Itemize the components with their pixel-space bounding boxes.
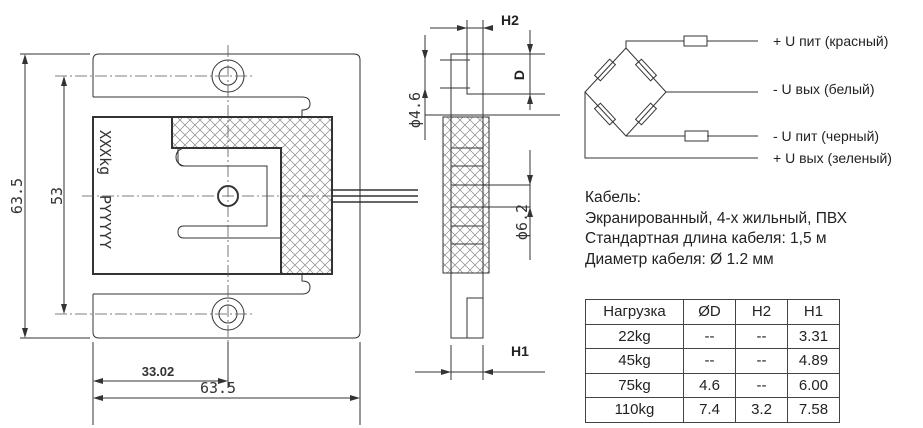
side-view: H2 H1 D ϕ4.6 ϕ6.2: [406, 12, 560, 380]
wire-label-supply-plus: + U пит (красный): [773, 33, 888, 49]
dim-hole-spacing: 53: [48, 187, 66, 205]
resistor-icon: [634, 102, 658, 126]
dim-dia-small: ϕ4.6: [406, 92, 424, 128]
cell-h2: 3.2: [735, 397, 788, 423]
table-row: 45kg -- -- 4.89: [585, 348, 840, 374]
cable-specs: Кабель: Экранированный, 4-х жильный, ПВХ…: [585, 188, 847, 270]
resistor-icon: [593, 58, 617, 82]
wire-label-output-minus: - U вых (белый): [773, 81, 875, 97]
resistor-icon: [683, 35, 708, 47]
dim-height-total: 63.5: [8, 178, 26, 214]
dimensions-table: Нагрузка ØD H2 H1 22kg -- -- 3.31 45kg -…: [585, 299, 840, 423]
dim-width-total: 63.5: [200, 379, 236, 397]
label-h2: H2: [501, 12, 519, 28]
cable-title: Кабель:: [585, 189, 641, 206]
dim-dia-large: ϕ6.2: [513, 204, 531, 240]
resistor-icon: [593, 102, 617, 126]
cable-length: Стандартная длина кабеля: 1,5 м: [585, 230, 827, 247]
wiring-diagram: + U пит (красный) - U вых (белый) - U пи…: [584, 33, 892, 166]
cell-h2: --: [735, 372, 788, 398]
cell-h2: --: [735, 348, 788, 374]
label-h1: H1: [511, 343, 529, 359]
table-header-row: Нагрузка ØD H2 H1: [585, 299, 840, 325]
table-row: 75kg 4.6 -- 6.00: [585, 372, 840, 398]
cell-h1: 3.31: [787, 323, 840, 349]
cell-d: --: [683, 323, 736, 349]
cell-h1: 4.89: [787, 348, 840, 374]
wire-label-supply-minus: - U пит (черный): [773, 128, 879, 144]
cell-d: --: [683, 348, 736, 374]
resistor-icon: [634, 58, 658, 82]
resistor-icon: [684, 130, 709, 142]
cell-load: 110kg: [585, 397, 684, 423]
cell-load: 75kg: [585, 372, 684, 398]
cable-type: Экранированный, 4-х жильный, ПВХ: [585, 209, 847, 227]
marking-serial: PYYYYY: [96, 195, 114, 249]
header-h2: H2: [735, 299, 788, 325]
marking-capacity: XXXkg: [96, 130, 114, 175]
cell-h2: --: [735, 323, 788, 349]
cell-load: 22kg: [585, 323, 684, 349]
cell-d: 4.6: [683, 372, 736, 398]
cell-load: 45kg: [585, 348, 684, 374]
header-load: Нагрузка: [585, 299, 684, 325]
cell-h1: 6.00: [787, 372, 840, 398]
header-d: ØD: [683, 299, 736, 325]
dim-center-offset: 33.02: [142, 364, 175, 379]
table-row: 22kg -- -- 3.31: [585, 323, 840, 349]
front-view: 63.5 53 33.02 63.5 XXXkg PYYYYY: [8, 45, 418, 425]
table-row: 110kg 7.4 3.2 7.58: [585, 397, 840, 423]
header-h1: H1: [787, 299, 840, 325]
cable-diameter: Диаметр кабеля: Ø 1.2 мм: [585, 250, 774, 268]
cell-d: 7.4: [683, 397, 736, 423]
label-d: D: [511, 70, 527, 80]
bottom-slot: [93, 274, 311, 295]
top-slot: [93, 96, 311, 117]
cell-h1: 7.58: [787, 397, 840, 423]
wire-label-output-plus: + U вых (зеленый): [773, 150, 892, 166]
cable: [332, 189, 418, 203]
